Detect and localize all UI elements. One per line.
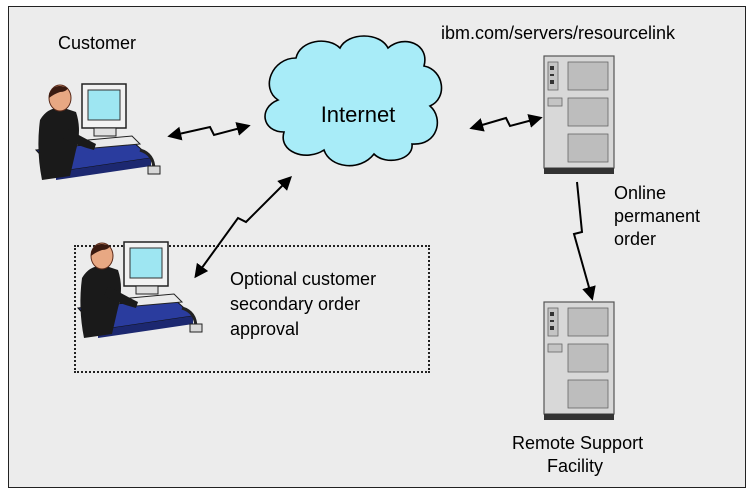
link-customer-internet (167, 122, 251, 141)
resourcelink-server-icon (543, 55, 615, 175)
rsf-label-line1: Remote Support (512, 433, 644, 453)
customer-workstation-icon (34, 82, 162, 182)
online-order-label-line2: permanent (614, 206, 701, 226)
link-server-rsf (572, 181, 596, 301)
link-internet-approver (194, 176, 292, 279)
rsf-server-icon (543, 301, 615, 421)
approver-workstation-icon (76, 240, 204, 340)
link-internet-server (469, 114, 543, 132)
internet-cloud-icon (264, 35, 443, 167)
approval-label-line2: secondary order (230, 294, 361, 314)
server-url-label: ibm.com/servers/resourcelink (441, 23, 676, 43)
customer-label: Customer (58, 33, 137, 53)
rsf-label-line2: Facility (547, 456, 604, 476)
online-order-label-line3: order (614, 229, 657, 249)
online-order-label-line1: Online (614, 183, 667, 203)
approval-label-line3: approval (230, 319, 300, 339)
approval-label-line1: Optional customer (230, 269, 377, 289)
internet-label: Internet (320, 102, 396, 127)
